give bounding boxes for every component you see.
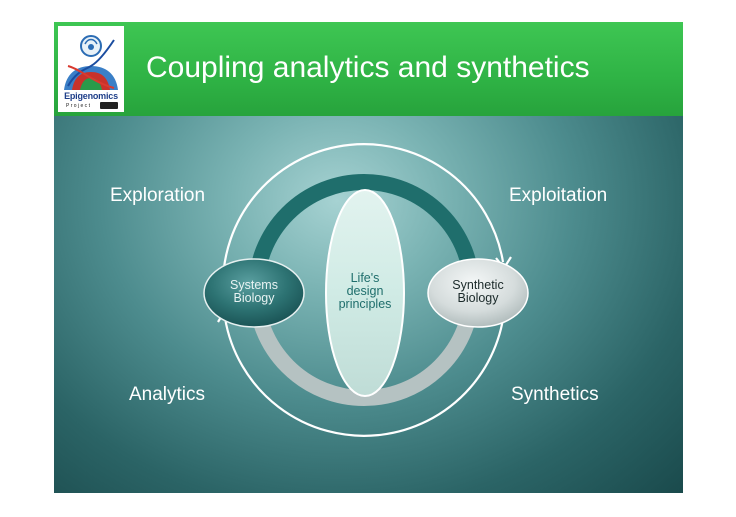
upper-arc: [248, 174, 480, 291]
return-arrow: [223, 289, 507, 437]
title-bar: Epigenomics Project Coupling analytics a…: [54, 22, 683, 116]
lower-arc: [248, 289, 480, 406]
epigenomics-logo: Epigenomics Project: [58, 26, 124, 112]
epigenomics-logo-icon: [64, 35, 118, 90]
logo-wordmark: Epigenomics: [64, 91, 118, 101]
systems-biology-label: Systems Biology: [230, 278, 278, 305]
analytics-label: Analytics: [129, 384, 206, 405]
design-principles-label: Life's design principles: [338, 271, 392, 311]
synthetic-biology-label: Synthetic Biology: [452, 278, 504, 305]
cycle-diagram: [203, 143, 529, 437]
systems-biology-node: [203, 258, 305, 328]
logo-subtitle: Project: [66, 103, 92, 109]
forward-arrow: [221, 143, 505, 291]
synthetics-label: Synthetics: [511, 384, 599, 405]
exploitation-label: Exploitation: [509, 185, 608, 206]
slide-title: Coupling analytics and synthetics: [146, 51, 590, 84]
exploration-label: Exploration: [110, 185, 206, 206]
slide: Epigenomics Project Coupling analytics a…: [54, 22, 683, 493]
synthetic-biology-node: [427, 258, 529, 328]
logo-arrow-icon: [100, 102, 118, 109]
design-principles-node: [325, 189, 405, 397]
